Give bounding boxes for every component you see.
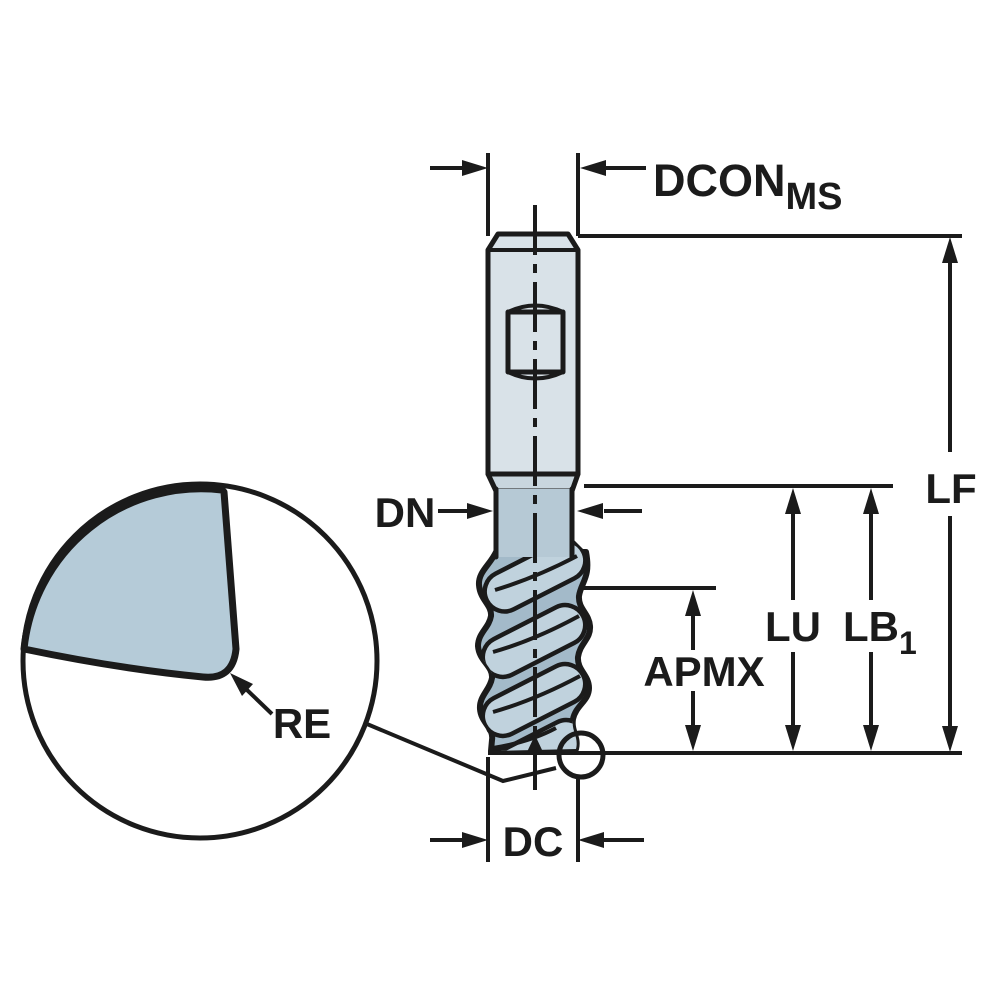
dcon-label-base: DCON <box>653 155 786 206</box>
dc-label: DC <box>503 818 564 865</box>
dn-label: DN <box>375 489 436 536</box>
lf-arrow-up-icon <box>942 237 958 263</box>
dc-arrow-right-icon <box>578 832 604 848</box>
apmx-dimension <box>685 590 701 751</box>
lu-label: LU <box>765 603 821 650</box>
dimension-labels: DCONMS DN LU LB1 LF APMX DC RE <box>273 155 977 865</box>
lb1-label: LB1 <box>843 603 917 661</box>
lu-arrow-down-icon <box>785 725 801 751</box>
apmx-label: APMX <box>643 648 764 695</box>
lb1-label-base: LB <box>843 603 899 650</box>
dcon-arrow-left-icon <box>462 160 488 176</box>
lb1-arrow-up-icon <box>863 488 879 514</box>
spiral-line <box>492 726 557 750</box>
corner-detail-view <box>20 481 606 841</box>
dcon-arrow-right-icon <box>580 160 606 176</box>
lu-dimension <box>785 488 801 751</box>
dc-arrow-left-icon <box>462 832 488 848</box>
tip-point <box>527 735 543 752</box>
dcon-label: DCONMS <box>653 155 843 218</box>
lu-arrow-up-icon <box>785 488 801 514</box>
lf-label: LF <box>925 465 976 512</box>
re-arrow-tail <box>244 687 274 716</box>
re-arrow-icon <box>230 673 253 696</box>
dn-dimension <box>438 503 642 519</box>
apmx-arrow-up-icon <box>685 590 701 616</box>
lf-dimension <box>942 237 958 752</box>
dn-arrow-right-icon <box>577 503 603 519</box>
apmx-arrow-down-icon <box>685 725 701 751</box>
dn-arrow-left-icon <box>467 503 493 519</box>
lb1-dimension <box>863 488 879 751</box>
reference-lines <box>488 234 962 755</box>
lb1-arrow-down-icon <box>863 725 879 751</box>
dcon-dimension <box>430 153 646 236</box>
lb1-label-subscript: 1 <box>899 625 917 661</box>
corner-highlight-circle <box>556 730 606 780</box>
magnified-corner <box>20 485 240 681</box>
neck-edges <box>493 486 575 560</box>
lf-arrow-down-icon <box>942 726 958 752</box>
dcon-label-subscript: MS <box>786 176 843 218</box>
re-label: RE <box>273 700 331 747</box>
detail-leader-line <box>366 722 557 784</box>
